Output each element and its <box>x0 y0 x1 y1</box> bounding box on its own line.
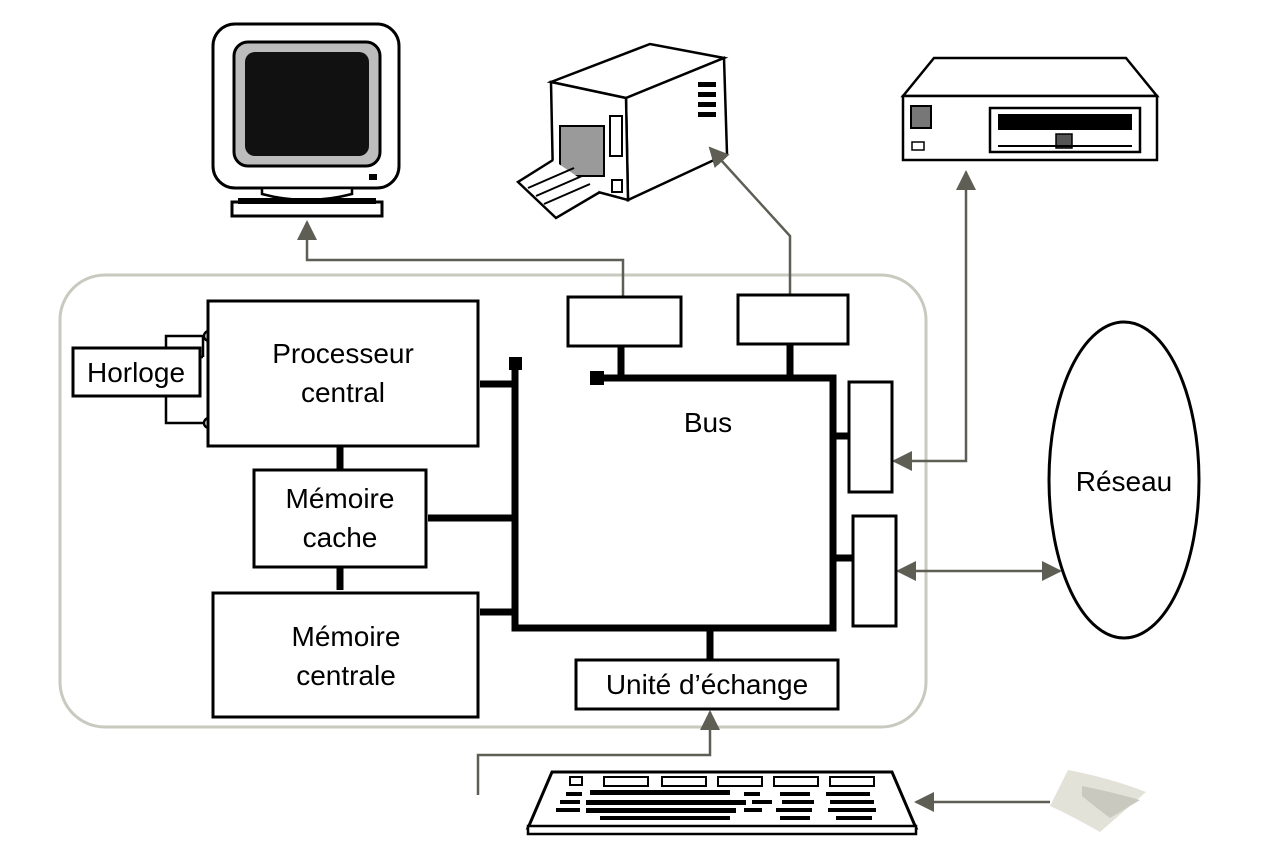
io-port-network <box>851 514 898 628</box>
cache-label-line2: cache <box>303 522 378 553</box>
printer-icon <box>515 42 729 220</box>
exchange-unit-label: Unité d’échange <box>606 669 808 700</box>
cache-label-line1: Mémoire <box>286 483 395 514</box>
cpu-label-line1: Processeur <box>272 338 414 369</box>
clock-connector <box>164 334 205 425</box>
computer-frame <box>58 273 928 729</box>
monitor-icon <box>211 22 401 218</box>
keyboard-icon <box>525 770 919 836</box>
exchange-unit-box <box>574 658 840 711</box>
main-memory-box <box>211 591 480 719</box>
keyboard-arrow <box>476 710 720 795</box>
io-port-drive <box>847 380 894 494</box>
bus-terminal-left <box>509 357 522 370</box>
network-ellipse <box>1047 320 1201 640</box>
io-port-printer <box>736 293 850 346</box>
clock-box <box>71 346 202 398</box>
drive-icon <box>900 56 1160 162</box>
io-port-monitor <box>566 295 683 348</box>
drive-arrow <box>892 170 976 471</box>
monitor-arrow <box>297 220 625 296</box>
clock-label: Horloge <box>87 357 185 388</box>
cache-box <box>252 468 428 569</box>
network-label: Réseau <box>1076 466 1173 497</box>
main-memory-label-line1: Mémoire <box>292 621 401 652</box>
main-memory-label-line2: centrale <box>296 660 396 691</box>
bus-line <box>511 364 837 632</box>
printer-arrow <box>708 146 792 295</box>
bus-label: Bus <box>684 407 732 438</box>
cpu-box <box>206 299 480 448</box>
bus-terminal-top <box>590 371 604 385</box>
cpu-label-line2: central <box>301 377 385 408</box>
mouse-icon <box>1050 770 1146 832</box>
